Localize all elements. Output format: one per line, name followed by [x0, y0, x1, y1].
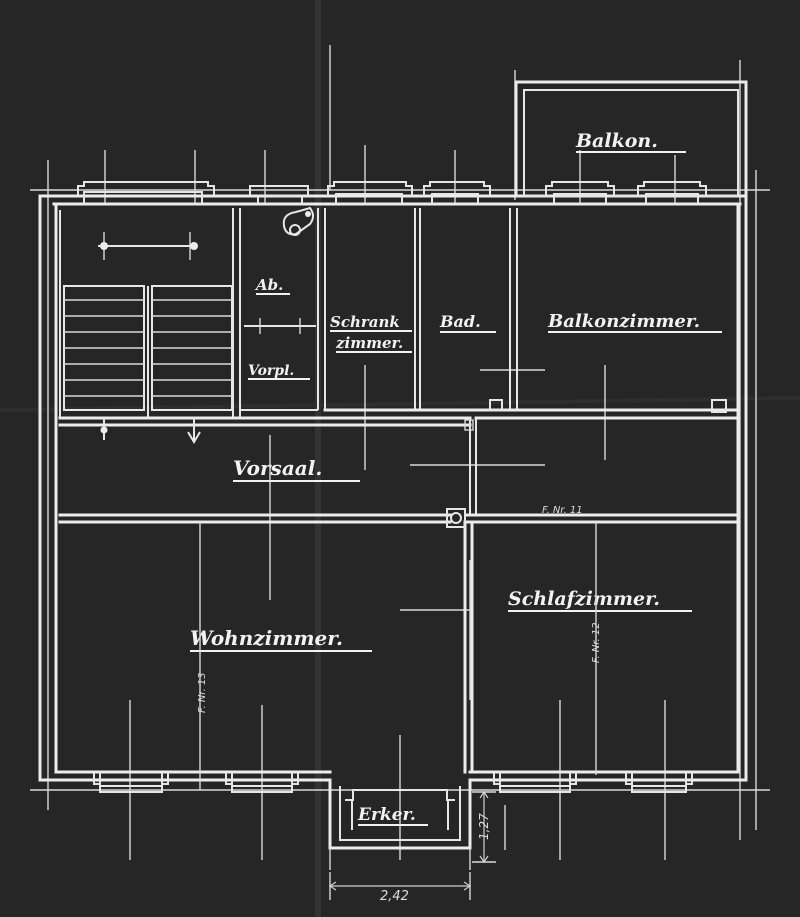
label-schrankzimmer-2: zimmer.: [335, 334, 403, 352]
label-vorpl: Vorpl.: [248, 363, 294, 379]
exterior-walls: [38, 194, 748, 782]
note-wohn: F. Nr. 13: [197, 672, 208, 713]
windows-south: [93, 772, 693, 793]
label-schlafzimmer: Schlafzimmer.: [508, 588, 660, 610]
dim-width: 2,42: [380, 889, 409, 904]
label-schrankzimmer-1: Schrank: [330, 313, 400, 331]
room-labels: Balkon. Schrank zimmer. Bad. Balkonzimme…: [190, 130, 722, 826]
balcony: [514, 80, 748, 198]
note-wall: F. Nr. 11: [542, 505, 583, 516]
windows-north: [77, 181, 707, 204]
stair-post-icon: [190, 242, 198, 250]
dim-depth: 1,27: [477, 813, 491, 840]
staircase: [63, 232, 233, 444]
label-erker: Erker.: [357, 805, 416, 825]
label-bad: Bad.: [439, 312, 481, 331]
chimney-icon: [711, 399, 727, 413]
interior-walls: [58, 208, 740, 774]
label-vorsaal: Vorsaal.: [233, 456, 322, 480]
stair-post-icon: [100, 242, 108, 250]
stair-post-icon: [100, 426, 108, 434]
stove-icon: [446, 508, 466, 528]
construction-lines: [30, 45, 770, 860]
chimney-icon: [489, 399, 503, 411]
toilet-icon: [282, 206, 314, 236]
minor-lines: [199, 522, 597, 790]
label-wohnzimmer: Wohnzimmer.: [190, 626, 343, 650]
label-ab: Ab.: [254, 276, 283, 294]
label-balkon: Balkon.: [575, 130, 658, 152]
label-balkonzimmer: Balkonzimmer.: [547, 311, 700, 332]
bay-window: [328, 778, 472, 870]
fixtures: [100, 206, 727, 528]
